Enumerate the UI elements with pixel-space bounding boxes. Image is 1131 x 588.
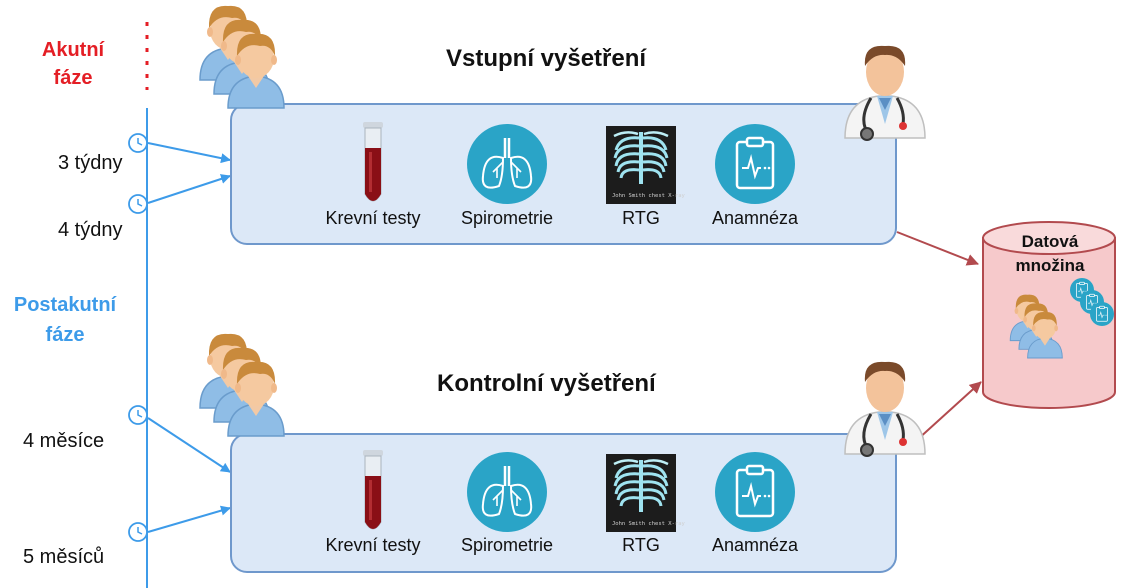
dataset-label-line1: Datová <box>1021 232 1079 251</box>
time-label-3-tydny: 3 týdny <box>58 152 123 174</box>
clock-icon <box>128 522 148 542</box>
item-label-anamneza: Anamnéza <box>711 535 799 555</box>
xray-caption: John Smith chest X-ray <box>612 521 686 527</box>
arrow-to-dataset-2 <box>916 381 982 441</box>
arrow-to-dataset-1 <box>896 231 979 266</box>
lungs-icon <box>465 450 549 534</box>
arrow-4-mesice <box>147 417 231 473</box>
doctor-icon <box>843 360 927 458</box>
test-tube-icon <box>362 449 384 530</box>
postacute-phase-line1: Postakutní <box>13 294 117 316</box>
clock-icon <box>128 133 148 153</box>
patients-icon <box>200 6 284 108</box>
acute-phase-label: Akutní fáze <box>18 36 128 92</box>
dataset-label-line2: množina <box>1015 256 1085 275</box>
clipboard-icon <box>713 122 797 206</box>
time-label-4-tydny: 4 týdny <box>58 219 123 241</box>
dataset-database <box>982 221 1116 409</box>
xray-caption: John Smith chest X-ray <box>612 193 686 199</box>
item-label-krevni-testy: Krevní testy <box>325 535 421 555</box>
item-label-krevni-testy: Krevní testy <box>325 208 421 228</box>
arrow-3-tydny <box>147 142 231 164</box>
item-label-spirometrie: Spirometrie <box>460 535 554 555</box>
time-label-5-mesicu: 5 měsíců <box>23 546 105 568</box>
dataset-label: Datová množina <box>995 230 1105 278</box>
postacute-phase-label: Postakutní fáze <box>0 290 130 350</box>
item-label-rtg: RTG <box>622 535 660 555</box>
lungs-icon <box>465 122 549 206</box>
timeline <box>128 22 149 588</box>
clipboard-icon <box>713 450 797 534</box>
clock-icon <box>128 405 148 425</box>
clock-icon <box>128 194 148 214</box>
item-label-rtg: RTG <box>622 208 660 228</box>
item-label-spirometrie: Spirometrie <box>460 208 554 228</box>
postacute-phase-line2: fáze <box>45 324 85 346</box>
clipboard-icon <box>1089 301 1115 327</box>
test-tube-icon <box>362 121 384 202</box>
acute-phase-line1: Akutní <box>41 39 105 61</box>
item-label-anamneza: Anamnéza <box>711 208 799 228</box>
panel-title-kontrolni: Kontrolní vyšetření <box>437 370 656 397</box>
arrow-5-mesicu <box>147 505 231 533</box>
patients-icon <box>200 334 284 436</box>
doctor-icon <box>843 44 927 142</box>
acute-phase-line2: fáze <box>53 67 93 89</box>
panel-title-vstupni: Vstupní vyšetření <box>446 45 647 72</box>
arrow-4-tydny <box>147 174 231 204</box>
time-label-4-mesice: 4 měsíce <box>23 430 105 452</box>
